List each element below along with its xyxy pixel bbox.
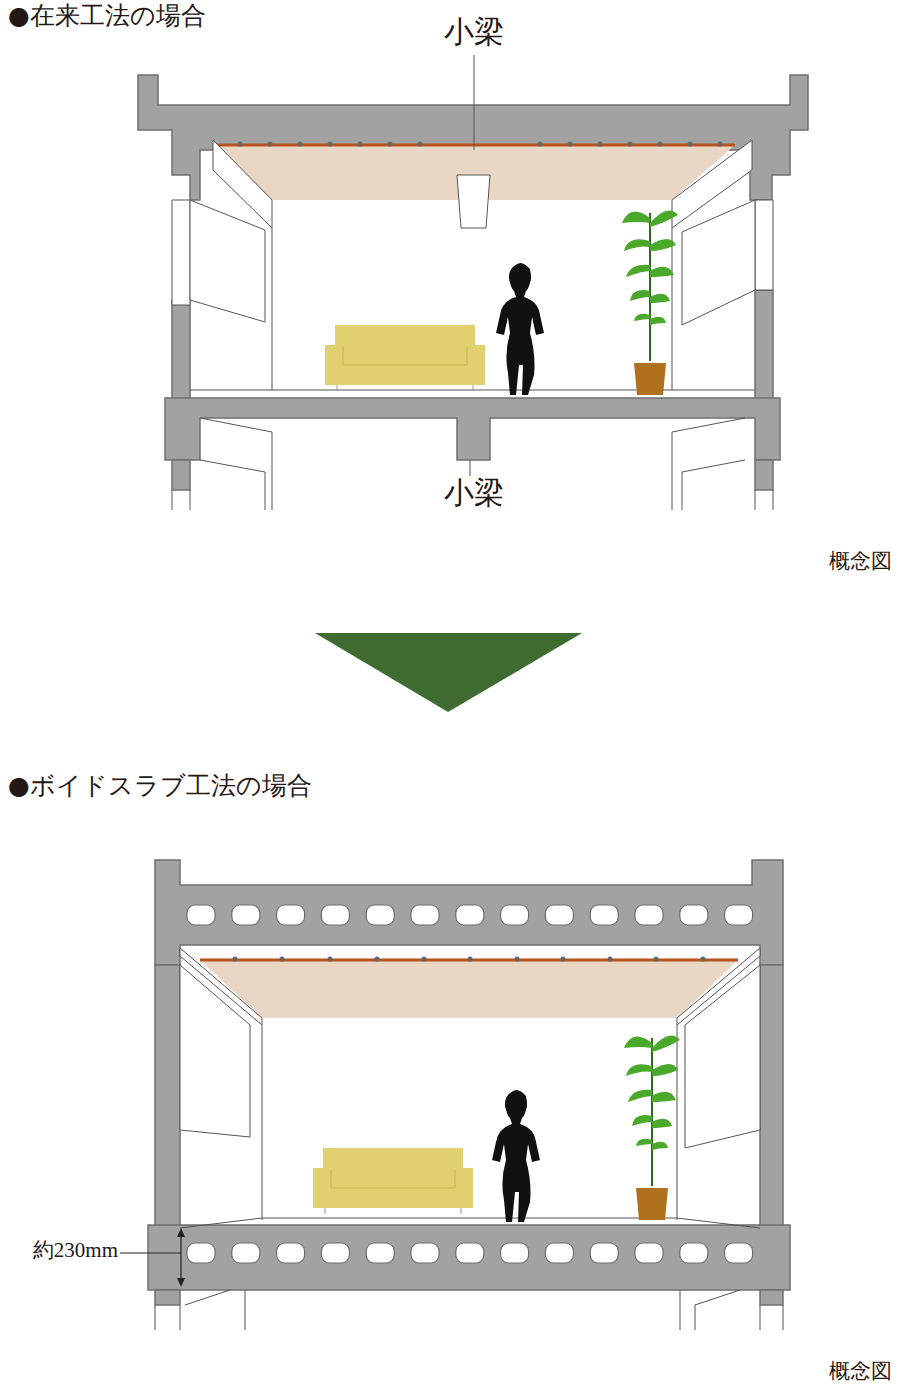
note: 概念図 [829, 1360, 892, 1383]
down-arrow [315, 633, 582, 712]
dimension-label: 約230mm [33, 1239, 118, 1262]
conventional-section [138, 75, 808, 490]
section-heading: ●ボイドスラブ工法の場合 [8, 772, 312, 800]
ceiling-lights [233, 957, 706, 962]
voidslab-section [148, 860, 790, 1305]
conventional-interior [172, 55, 773, 510]
void-holes [187, 905, 753, 1263]
dimension-mark [120, 1228, 185, 1287]
beam-label: 小梁 [444, 15, 504, 48]
section-heading: ●在来工法の場合 [8, 2, 206, 30]
beam-label: 小梁 [444, 476, 504, 509]
ceiling-lights [238, 142, 723, 147]
note: 概念図 [829, 550, 892, 573]
voidslab-interior [155, 948, 783, 1330]
